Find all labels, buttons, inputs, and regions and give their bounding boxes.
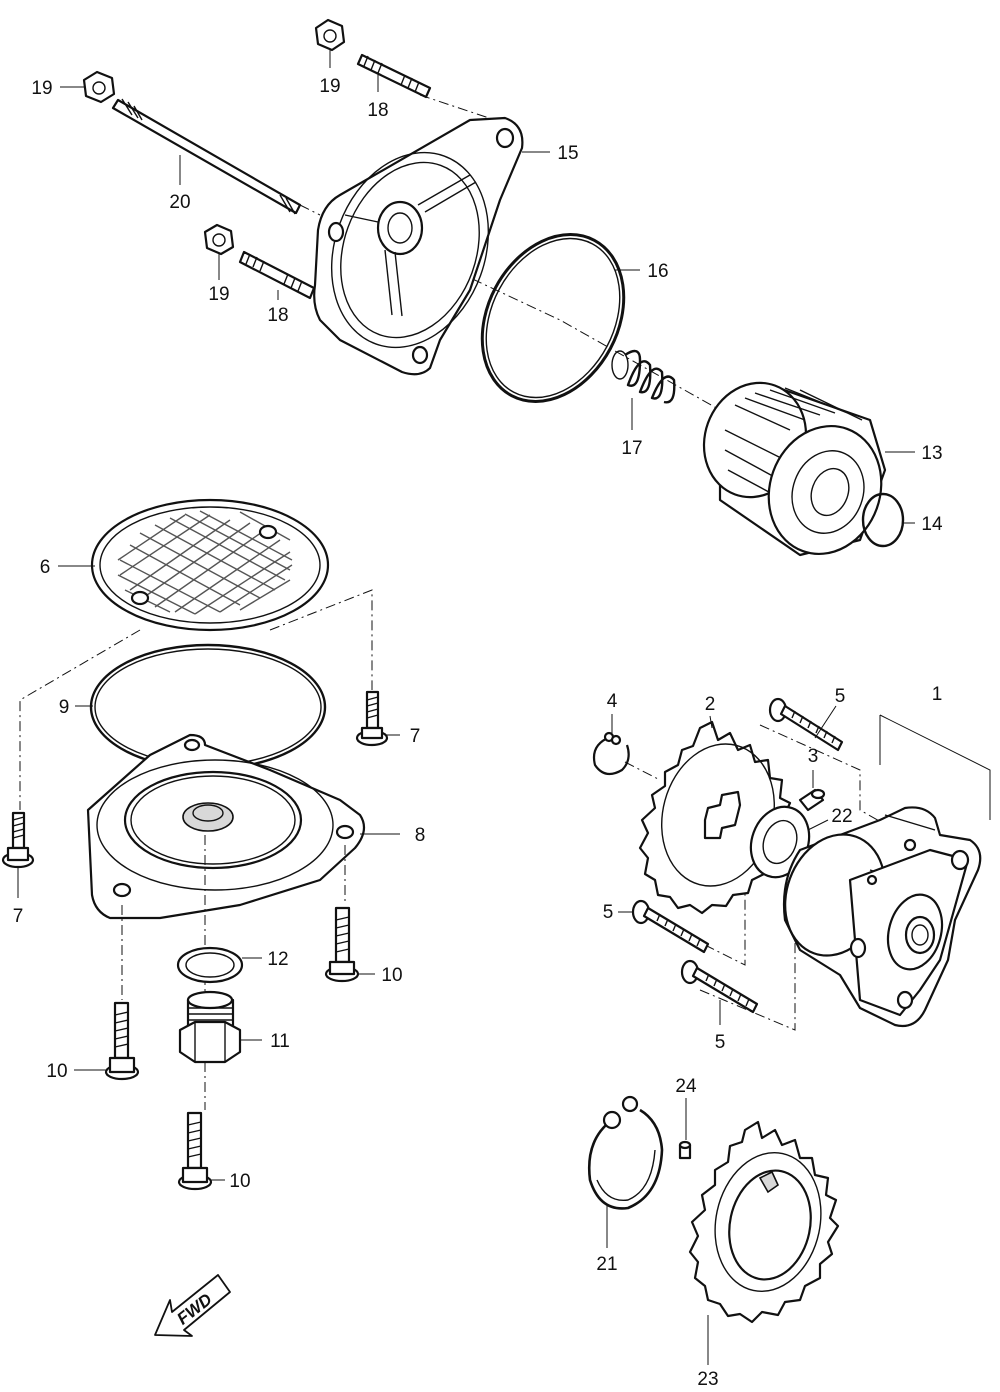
callout-19: 19 (208, 284, 229, 305)
callout-16: 16 (647, 261, 668, 282)
leader-lines (17, 50, 915, 1365)
drain-plug (178, 990, 242, 1064)
oil-filter (702, 381, 887, 557)
callout-5: 5 (603, 902, 614, 923)
knock-pin (678, 1140, 692, 1160)
flange-bolt (104, 1001, 140, 1081)
flange-bolt (355, 690, 389, 747)
long-stud (111, 98, 302, 215)
callout-labels: 1 2 3 4 5 5 5 6 7 7 8 9 10 10 10 11 12 1… (13, 76, 943, 1390)
callout-14: 14 (921, 514, 943, 535)
filter-cover (313, 116, 524, 376)
oil-pump-body (782, 806, 982, 1028)
pump-driven-gear (688, 1120, 840, 1324)
callout-6: 6 (40, 557, 51, 578)
callout-19: 19 (319, 76, 340, 97)
o-ring-large (480, 233, 626, 403)
stud (356, 53, 432, 99)
nut (82, 70, 116, 104)
callout-19: 19 (31, 78, 52, 99)
callout-18: 18 (367, 100, 388, 121)
callout-17: 17 (621, 438, 642, 459)
circlip-large (587, 1095, 664, 1210)
sealing-washer (176, 946, 244, 984)
callout-23: 23 (697, 1369, 718, 1390)
oil-strainer-screen (90, 498, 330, 632)
flange-bolt (1, 811, 35, 869)
callout-9: 9 (59, 697, 70, 718)
fwd-direction-arrow: FWD (154, 1274, 231, 1337)
o-ring-small (861, 492, 905, 548)
circlip-small (592, 731, 630, 776)
callout-7: 7 (13, 906, 24, 927)
pump-drive-gear (638, 720, 792, 915)
callout-4: 4 (607, 691, 618, 712)
spring (611, 349, 676, 404)
callout-5: 5 (835, 686, 846, 707)
dowel-pin (798, 788, 826, 812)
callout-10: 10 (46, 1061, 67, 1082)
callout-21: 21 (596, 1254, 617, 1275)
callout-7: 7 (410, 726, 421, 747)
pan-screw (680, 959, 759, 1014)
flange-bolt (324, 906, 360, 983)
callout-8: 8 (415, 825, 426, 846)
callout-22: 22 (831, 806, 852, 827)
callout-13: 13 (921, 443, 942, 464)
callout-5: 5 (715, 1032, 726, 1053)
pan-screw (631, 899, 710, 954)
callout-18: 18 (267, 305, 288, 326)
callout-15: 15 (557, 143, 578, 164)
stud (238, 250, 316, 300)
callout-20: 20 (169, 192, 190, 213)
callout-3: 3 (808, 746, 819, 767)
callout-11: 11 (270, 1031, 290, 1052)
flange-bolt (177, 1111, 213, 1191)
callout-1: 1 (932, 684, 943, 705)
nut (203, 223, 235, 256)
pan-screw (768, 697, 844, 752)
nut (314, 18, 346, 52)
callout-12: 12 (267, 949, 288, 970)
callout-24: 24 (675, 1076, 697, 1097)
callout-10: 10 (381, 965, 402, 986)
callout-2: 2 (705, 694, 716, 715)
callout-10: 10 (229, 1171, 250, 1192)
strainer-cover (86, 733, 366, 920)
